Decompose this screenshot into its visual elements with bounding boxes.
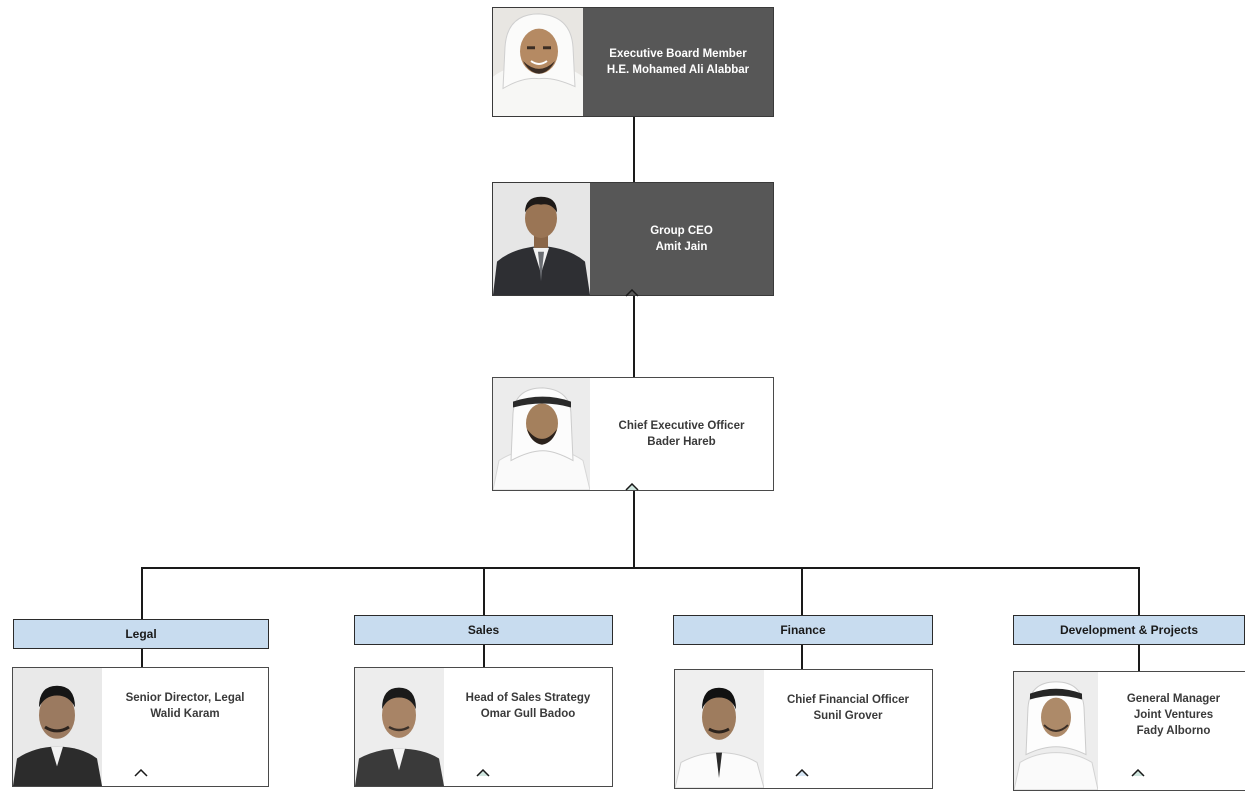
board-member-text: Executive Board Member H.E. Mohamed Ali … [583, 8, 773, 116]
finance-person-name: Sunil Grover [813, 709, 883, 722]
ceo-photo [493, 378, 590, 490]
connector-development-card [1138, 645, 1140, 672]
connector-branch-development [1138, 567, 1140, 617]
finance-person-title: Chief Financial Officer [786, 693, 910, 706]
legal-person-name: Walid Karam [150, 707, 220, 720]
finance-person-photo [675, 670, 764, 788]
sales-person-text: Head of Sales Strategy Omar Gull Badoo [444, 668, 612, 743]
group-ceo-photo [493, 183, 590, 295]
development-person-card: General Manager Joint Ventures Fady Albo… [1013, 671, 1245, 791]
board-member-photo [493, 8, 583, 116]
sales-person-title: Head of Sales Strategy [465, 691, 591, 704]
connector-ceo-to-branch [633, 490, 635, 568]
ceo-card: Chief Executive Officer Bader Hareb [492, 377, 774, 491]
connector-horizontal-branch [141, 567, 1140, 569]
board-member-card: Executive Board Member H.E. Mohamed Ali … [492, 7, 774, 117]
connector-legal-card [141, 649, 143, 668]
legal-person-title: Senior Director, Legal [125, 691, 245, 704]
connector-branch-sales [483, 567, 485, 617]
ceo-text: Chief Executive Officer Bader Hareb [590, 378, 773, 490]
group-ceo-text: Group CEO Amit Jain [590, 183, 773, 295]
connector-branch-finance [801, 567, 803, 617]
board-member-title: Executive Board Member [609, 48, 747, 60]
sales-person-name: Omar Gull Badoo [480, 707, 576, 720]
development-person-subtitle: Joint Ventures [1133, 708, 1214, 721]
connector-group-ceo-to-ceo [633, 295, 635, 378]
ceo-title: Chief Executive Officer [618, 420, 745, 432]
group-ceo-title: Group CEO [650, 225, 713, 237]
ceo-name: Bader Hareb [647, 436, 716, 448]
connector-sales-card [483, 645, 485, 668]
dept-development-projects: Development & Projects [1013, 615, 1245, 645]
sales-person-photo [355, 668, 444, 786]
development-person-photo [1014, 672, 1098, 790]
dept-legal: Legal [13, 619, 269, 649]
development-person-title: General Manager [1126, 692, 1221, 705]
dept-sales: Sales [354, 615, 613, 645]
group-ceo-card: Group CEO Amit Jain [492, 182, 774, 296]
development-person-text: General Manager Joint Ventures Fady Albo… [1098, 672, 1245, 757]
connector-finance-card [801, 645, 803, 670]
board-member-name: H.E. Mohamed Ali Alabbar [606, 64, 750, 76]
dept-finance: Finance [673, 615, 933, 645]
legal-person-photo [13, 668, 102, 786]
finance-person-card: Chief Financial Officer Sunil Grover [674, 669, 933, 789]
finance-person-text: Chief Financial Officer Sunil Grover [764, 670, 932, 745]
connector-board-to-group-ceo [633, 116, 635, 183]
sales-person-card: Head of Sales Strategy Omar Gull Badoo [354, 667, 613, 787]
group-ceo-name: Amit Jain [655, 241, 708, 253]
legal-person-text: Senior Director, Legal Walid Karam [102, 668, 268, 743]
development-person-name: Fady Alborno [1136, 724, 1211, 737]
connector-branch-legal [141, 567, 143, 620]
